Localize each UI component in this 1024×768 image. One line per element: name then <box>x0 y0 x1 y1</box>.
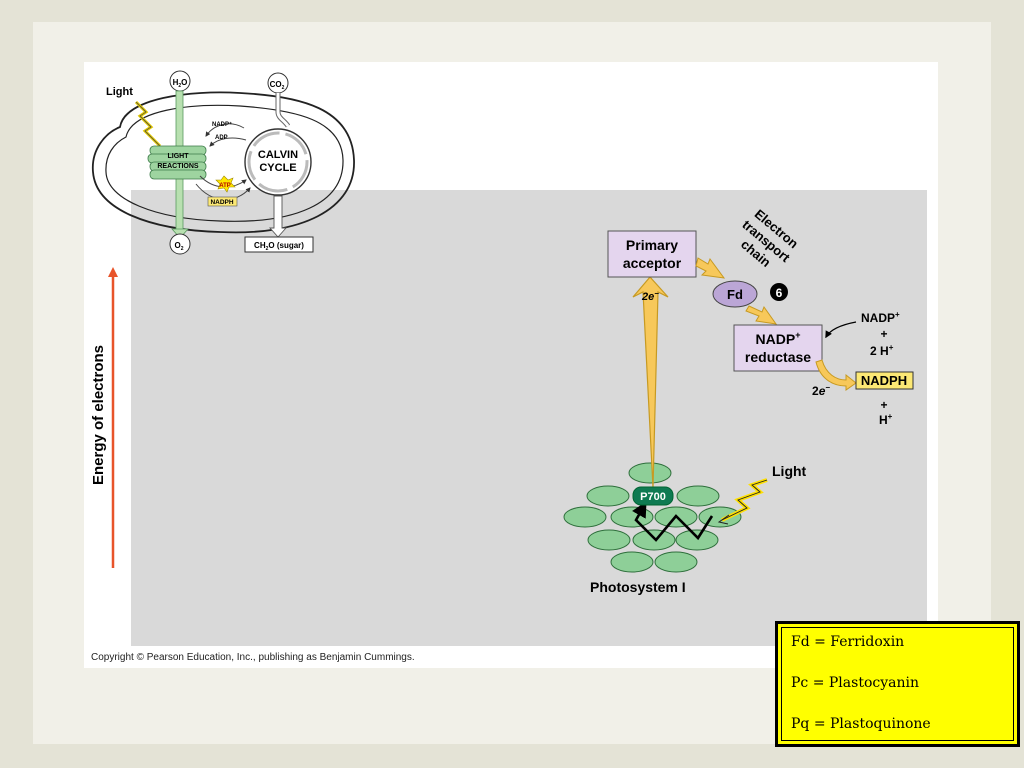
overview-nadph-label: NADPH <box>210 199 233 206</box>
co2-label: CO2 <box>270 80 285 91</box>
primary-acceptor-box <box>607 230 697 278</box>
energy-transfer-zigzag <box>632 501 714 542</box>
step-number: 6 <box>776 286 783 300</box>
reductase-to-nadph-arrow <box>815 359 857 391</box>
o2-circle <box>169 233 191 255</box>
reductase-label-1: NADP+ <box>756 330 801 347</box>
sugar-label: CH2O (sugar) <box>254 241 304 252</box>
legend-item-fd: Fd = Ferridoxin <box>791 634 905 650</box>
sugar-box <box>244 236 314 253</box>
chloroplast-inner-membrane <box>105 104 344 222</box>
primary-acceptor-label-1: Primary <box>626 237 678 253</box>
energy-axis-label: Energy of electrons <box>90 345 107 485</box>
diagram-background <box>131 190 927 646</box>
light-reactions-label-1: LIGHT <box>168 153 190 160</box>
electron-up-arrow <box>632 276 669 489</box>
overview-light-label: Light <box>106 86 133 98</box>
co2-arrow <box>276 93 290 127</box>
overview-nadp-label: NADP⁺ <box>212 121 232 128</box>
legend-item-pc: Pc = Plastocyanin <box>791 675 919 691</box>
nadph-plus-sign: + <box>880 398 887 412</box>
overview-nadph-box <box>207 196 238 207</box>
acceptor-to-fd-arrow <box>695 257 726 279</box>
p700-label: P700 <box>640 491 666 503</box>
thylakoid-stack <box>147 145 207 180</box>
sugar-arrow <box>268 195 288 238</box>
overview-adp-label: ADP <box>215 135 228 141</box>
copyright-notice: Copyright © Pearson Education, Inc., pub… <box>91 652 415 663</box>
calvin-label-1: CALVIN <box>258 149 298 161</box>
adp-return-arrow <box>209 137 247 147</box>
atp-burst <box>215 175 236 193</box>
upper-2e-label: 2e− <box>641 289 659 303</box>
nadph-product-box <box>855 371 914 390</box>
photosystem-i-label: Photosystem I <box>590 579 686 595</box>
step-number-badge <box>770 283 788 301</box>
nadp-input-label: NADP+ <box>861 310 900 325</box>
legend-item-pq: Pq = Plastoquinone <box>791 716 931 732</box>
nadp-return-arrow <box>205 123 245 137</box>
primary-acceptor-label-2: acceptor <box>623 255 682 271</box>
two-h-plus-label: 2 H+ <box>870 343 894 358</box>
fd-label: Fd <box>727 287 743 302</box>
nadph-product-label: NADPH <box>861 373 907 388</box>
h-plus-label: H+ <box>879 412 893 427</box>
o2-label: O2 <box>174 241 183 252</box>
photosystem-light-label: Light <box>772 463 807 479</box>
fd-to-reductase-arrow <box>745 305 778 325</box>
ferredoxin-oval <box>712 280 758 308</box>
nadp-input-arrow <box>825 321 857 339</box>
reductase-label-2: reductase <box>745 349 811 365</box>
p700-reaction-center <box>632 486 674 506</box>
nadp-plus-sign: + <box>880 327 887 341</box>
calvin-cycle-circle <box>244 128 312 196</box>
nadp-reductase-box <box>733 324 823 372</box>
lower-2e-label: 2e− <box>812 383 830 398</box>
overview-atp-label: ATP <box>219 183 231 189</box>
chloroplast-overview: Light H2O O2 LIGHT REACTIONS CO2 CALVIN … <box>92 70 355 255</box>
chloroplast-outer-membrane <box>92 91 355 234</box>
calvin-label-2: CYCLE <box>259 162 296 174</box>
etc-label-group: Electron transport chain <box>738 206 801 270</box>
abbreviation-legend: Fd = Ferridoxin Pc = Plastocyanin Pq = P… <box>775 621 1020 747</box>
h2o-label: H2O <box>173 78 188 89</box>
light-reactions-label-2: REACTIONS <box>157 163 199 170</box>
